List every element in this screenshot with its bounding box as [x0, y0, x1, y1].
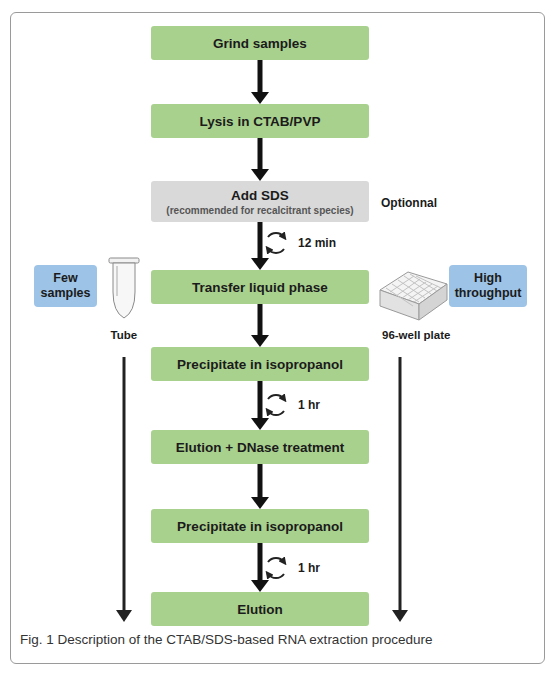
arrow-shaft [258, 543, 263, 582]
flow-arrow [251, 464, 269, 509]
mode-box: Few samples [34, 265, 97, 307]
arrow-head [251, 497, 269, 509]
process-box: Precipitate in isopropanol [151, 347, 369, 381]
arrow-head [251, 418, 269, 430]
node-text: Add SDS [231, 188, 289, 203]
arrow-head [392, 610, 408, 622]
node-text: Elution [237, 602, 283, 617]
duration-label: 1 hr [298, 561, 320, 575]
plate-route-arrow [399, 357, 402, 612]
arrow-head [251, 92, 269, 104]
arrow-shaft [258, 60, 263, 94]
arrow-shaft [258, 381, 263, 420]
process-box: Grind samples [151, 26, 369, 60]
plate-icon [380, 272, 447, 320]
duration-label: 1 hr [298, 398, 320, 412]
optional-step-box: Add SDS (recommended for recalcitrant spe… [151, 181, 369, 222]
process-box: Elution [151, 592, 369, 626]
node-text: Lysis in CTAB/PVP [200, 114, 321, 129]
process-box: Transfer liquid phase [151, 270, 369, 304]
arrow-head [251, 258, 269, 270]
process-box: Lysis in CTAB/PVP [151, 104, 369, 138]
node-text: Precipitate in isopropanol [177, 357, 343, 372]
flow-arrow [251, 138, 269, 181]
rotation-icon [268, 233, 284, 253]
node-text: Few samples [34, 271, 97, 301]
figure-caption: Fig. 1 Description of the CTAB/SDS-based… [20, 632, 432, 647]
arrow-shaft [258, 464, 263, 499]
flow-arrow [251, 304, 269, 347]
tube-route-arrow [123, 357, 126, 612]
duration-label: 12 min [298, 236, 336, 250]
arrow-shaft [258, 138, 263, 171]
node-subtext: (recommended for recalcitrant species) [166, 205, 353, 216]
process-box: Elution + DNase treatment [151, 430, 369, 464]
tube-icon [109, 258, 139, 318]
arrow-shaft [258, 222, 263, 260]
node-text: Transfer liquid phase [192, 280, 328, 295]
node-text: Grind samples [213, 36, 307, 51]
arrow-shaft [258, 304, 263, 337]
arrow-head [116, 610, 132, 622]
node-text: Precipitate in isopropanol [177, 519, 343, 534]
flow-arrow [251, 543, 269, 592]
rotation-icon [268, 395, 284, 415]
arrow-head [251, 335, 269, 347]
flow-arrow [251, 222, 269, 270]
container-label: Tube [111, 329, 138, 341]
process-box: Precipitate in isopropanol [151, 509, 369, 543]
node-text: High throughput [449, 271, 527, 301]
arrow-head [251, 169, 269, 181]
rotation-icon [268, 558, 284, 578]
arrow-head [251, 580, 269, 592]
container-label: 96-well plate [382, 329, 450, 341]
flow-arrow [251, 381, 269, 430]
note-label: Optionnal [381, 196, 437, 210]
node-text: Elution + DNase treatment [176, 440, 344, 455]
flow-arrow [251, 60, 269, 104]
mode-box: High throughput [449, 265, 527, 307]
